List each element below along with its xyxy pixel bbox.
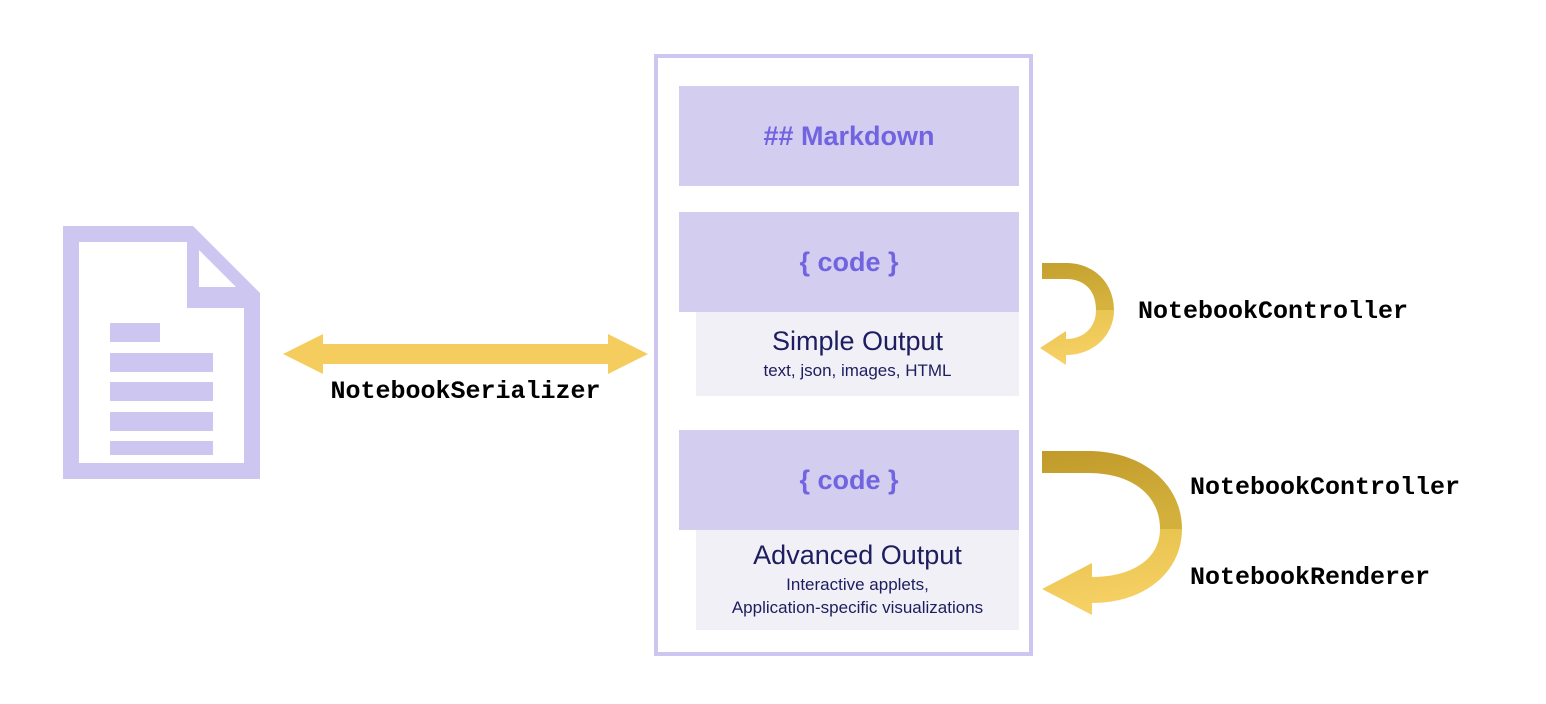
notebook-cell-code-1[interactable]: { code } <box>679 212 1019 312</box>
serializer-label: NotebookSerializer <box>330 377 601 406</box>
curved-arrow-controller-simple-icon <box>1036 255 1120 365</box>
curved-arrow-controller-advanced-icon <box>1036 443 1192 615</box>
label-notebook-renderer: NotebookRenderer <box>1190 563 1431 592</box>
notebook-cell-markdown[interactable]: ## Markdown <box>679 86 1019 186</box>
code-cell-2-text: { code } <box>799 464 899 495</box>
advanced-output-title: Advanced Output <box>753 540 962 571</box>
simple-output-title: Simple Output <box>771 325 944 356</box>
code-cell-1-text: { code } <box>799 246 899 277</box>
simple-output-box: Simple Output text, json, images, HTML <box>696 312 1019 396</box>
notebook-container: ## Markdown { code } Simple Output text,… <box>654 54 1033 656</box>
simple-output-subtitle: text, json, images, HTML <box>763 360 952 380</box>
label-notebook-controller-simple: NotebookController <box>1138 297 1409 326</box>
notebook-cell-code-2[interactable]: { code } <box>679 430 1019 530</box>
advanced-output-box: Advanced Output Interactive applets, App… <box>696 530 1019 630</box>
notebook-file-icon <box>63 226 260 479</box>
advanced-output-subtitle: Interactive applets, Application-specifi… <box>731 575 984 618</box>
label-notebook-controller-advanced: NotebookController <box>1190 473 1461 502</box>
markdown-cell-text: ## Markdown <box>763 120 935 151</box>
serializer-double-arrow-icon <box>283 333 648 375</box>
